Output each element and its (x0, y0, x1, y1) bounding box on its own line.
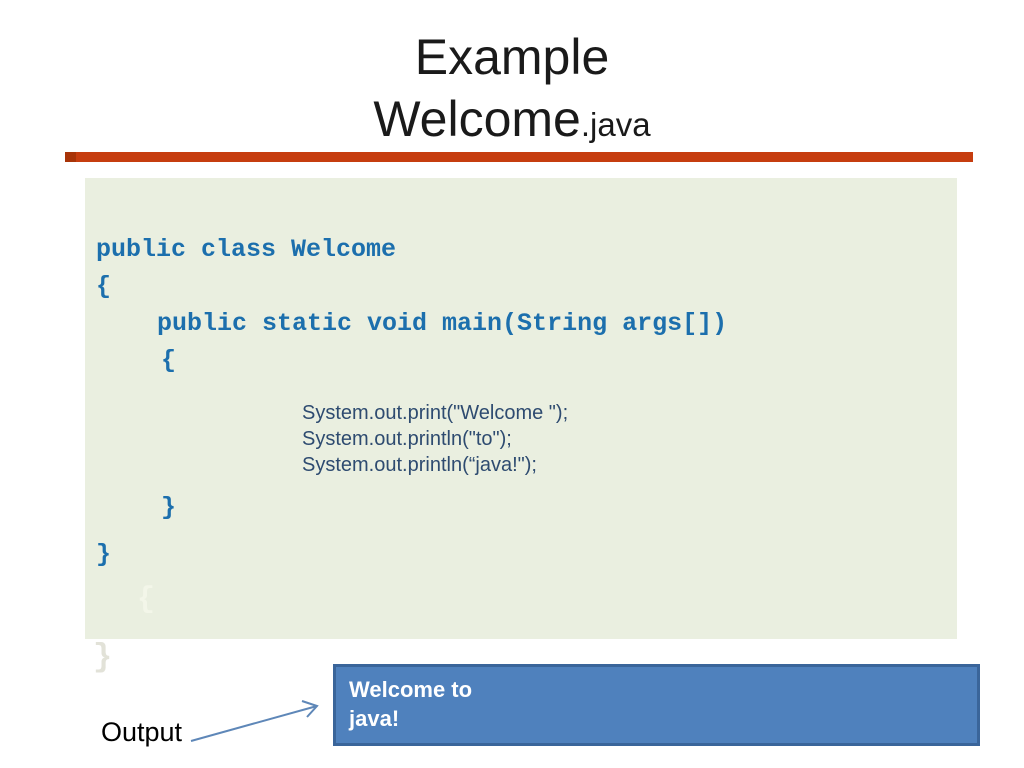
code-main-declaration: public static void main(String args[]) (157, 309, 728, 338)
faded-brace-artifact-inside: { (137, 583, 156, 617)
code-statement-println-java: System.out.println(“java!"); (302, 454, 537, 476)
output-text-line-1: Welcome to (349, 677, 473, 702)
slide-title: Example Welcome.java (0, 26, 1024, 156)
output-arrow-icon (190, 700, 319, 742)
code-panel: public class Welcome { public static voi… (85, 178, 957, 639)
title-filename: Welcome (373, 91, 581, 147)
title-line-1: Example (414, 29, 610, 85)
code-statement-println-to: System.out.println("to"); (302, 428, 512, 450)
output-label: Output (101, 717, 183, 747)
program-output-box: Welcome to java! (333, 664, 980, 746)
faded-closing-brace-below-panel: } (93, 639, 113, 676)
title-filename-extension: .java (580, 106, 651, 143)
accent-rule-cap (65, 152, 76, 162)
code-main-open-brace: { (161, 346, 177, 375)
code-class-close-brace: } (96, 540, 112, 569)
code-statement-print-welcome: System.out.print("Welcome "); (302, 402, 569, 424)
title-accent-rule (65, 152, 973, 162)
code-class-declaration: public class Welcome (96, 235, 397, 264)
code-class-open-brace: { (96, 272, 112, 301)
output-text-line-2: java! (349, 706, 400, 731)
title-line-2: Welcome.java (0, 88, 1024, 156)
code-main-close-brace: } (161, 493, 177, 522)
